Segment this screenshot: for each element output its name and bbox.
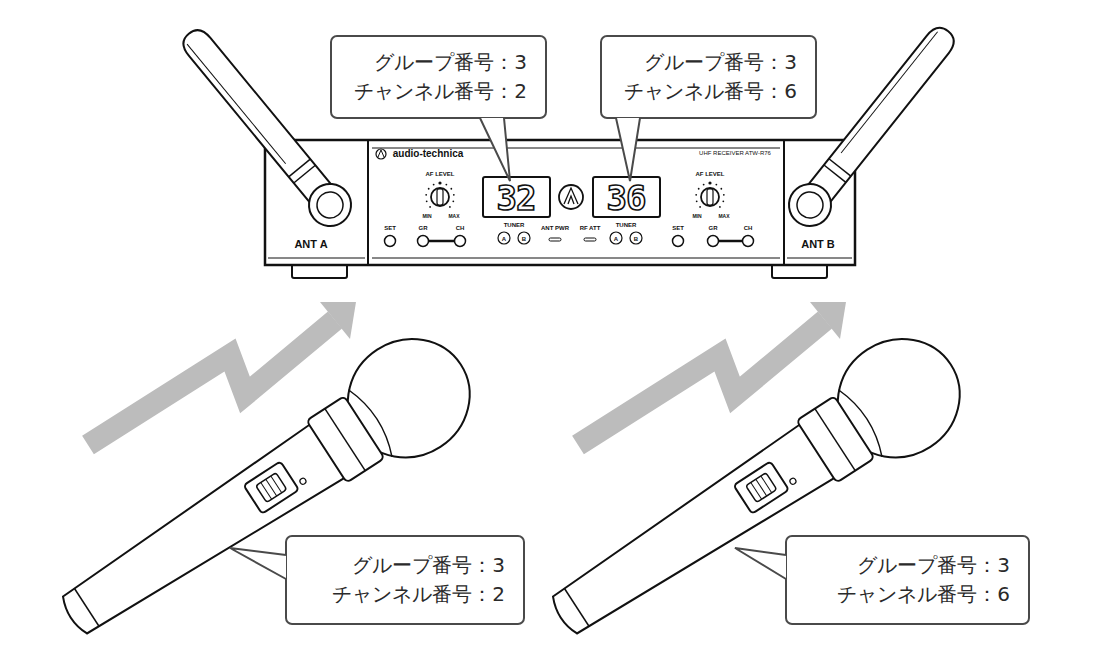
panel-label: CH bbox=[744, 225, 753, 231]
pointer-line bbox=[616, 118, 640, 181]
callout-box: グループ番号：3チャンネル番号：6 bbox=[600, 35, 817, 119]
scale-dot bbox=[452, 200, 454, 202]
panel-label: MAX bbox=[448, 214, 459, 219]
scale-dot bbox=[698, 188, 700, 190]
scale-dot bbox=[720, 188, 722, 190]
receiver bbox=[265, 140, 855, 278]
callout-text: チャンネル番号：6 bbox=[837, 580, 1010, 609]
callout-text: チャンネル番号：2 bbox=[354, 77, 527, 106]
panel-label: GR bbox=[419, 225, 428, 231]
scale-dot bbox=[429, 206, 431, 208]
callout-pointer bbox=[285, 535, 525, 625]
panel-label: CH bbox=[456, 225, 465, 231]
panel-label: SET bbox=[672, 225, 684, 231]
callout-box: グループ番号：3チャンネル番号：6 bbox=[785, 535, 1030, 625]
scale-dot bbox=[695, 194, 697, 196]
callout-text: グループ番号：3 bbox=[644, 48, 797, 77]
panel-label: MIN bbox=[692, 214, 701, 219]
scale-dot bbox=[453, 194, 455, 196]
scale-dot bbox=[722, 200, 724, 202]
panel-label: GR bbox=[709, 225, 718, 231]
display-digits: 36 bbox=[607, 181, 646, 215]
pointer-fill bbox=[230, 548, 286, 579]
panel-label: SET bbox=[384, 225, 396, 231]
scale-dot bbox=[703, 184, 705, 186]
pointer-fill bbox=[735, 548, 786, 579]
callout-pointer bbox=[785, 535, 1030, 625]
pointer-line bbox=[230, 548, 286, 579]
pointer-fill bbox=[616, 118, 640, 181]
scale-dot bbox=[449, 206, 451, 208]
scale-dot bbox=[438, 181, 441, 184]
panel-label: A bbox=[614, 236, 618, 242]
display-digits: 32 bbox=[497, 181, 536, 215]
scale-dot bbox=[715, 184, 717, 186]
panel-label: RF ATT bbox=[580, 225, 601, 231]
callout-box: グループ番号：3チャンネル番号：2 bbox=[330, 35, 547, 119]
pointer-line bbox=[480, 118, 510, 181]
scale-dot bbox=[719, 206, 721, 208]
brand-logo: audio-technica bbox=[393, 149, 464, 159]
panel-label: B bbox=[522, 236, 526, 242]
panel-label: ANT A bbox=[294, 239, 327, 250]
scale-dot bbox=[425, 194, 427, 196]
scale-dot bbox=[445, 184, 447, 186]
pointer-fill bbox=[480, 118, 510, 181]
panel-label: MIN bbox=[422, 214, 431, 219]
callout-text: チャンネル番号：2 bbox=[332, 580, 505, 609]
callout-pointer bbox=[330, 35, 547, 119]
panel-label: ANT B bbox=[801, 239, 835, 250]
scale-dot bbox=[723, 194, 725, 196]
scale-dot bbox=[450, 188, 452, 190]
callout-pointer bbox=[600, 35, 817, 119]
panel-label: TUNER bbox=[616, 222, 637, 228]
scale-dot bbox=[433, 184, 435, 186]
callout-text: グループ番号：3 bbox=[352, 551, 505, 580]
panel-label: AF LEVEL bbox=[425, 171, 454, 177]
panel-label: MAX bbox=[718, 214, 729, 219]
model-name: UHF RECEIVER ATW-R76 bbox=[699, 150, 771, 156]
panel-label: ANT PWR bbox=[541, 225, 569, 231]
scale-dot bbox=[696, 200, 698, 202]
callout-text: グループ番号：3 bbox=[374, 48, 527, 77]
pointer-line bbox=[735, 548, 786, 579]
panel-label: AF LEVEL bbox=[695, 171, 724, 177]
scale-dot bbox=[699, 206, 701, 208]
panel-label: B bbox=[634, 236, 638, 242]
callout-text: グループ番号：3 bbox=[857, 551, 1010, 580]
callout-text: チャンネル番号：6 bbox=[624, 77, 797, 106]
scale-dot bbox=[426, 200, 428, 202]
callout-box: グループ番号：3チャンネル番号：2 bbox=[285, 535, 525, 625]
panel-label: A bbox=[502, 236, 506, 242]
scale-dot bbox=[428, 188, 430, 190]
panel-label: TUNER bbox=[504, 222, 525, 228]
scale-dot bbox=[708, 181, 711, 184]
